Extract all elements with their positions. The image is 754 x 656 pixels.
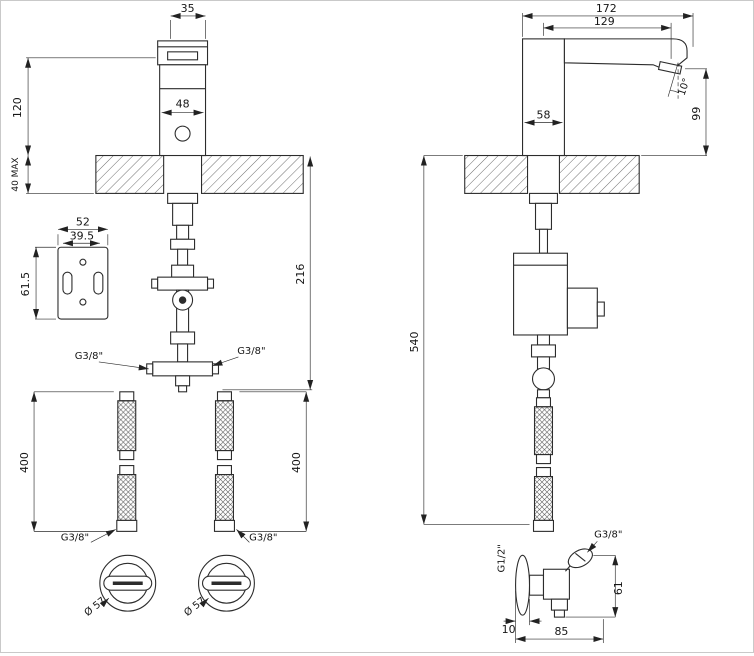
- dim-hose-right: 400: [239, 391, 310, 532]
- mixer-assembly-front: [146, 192, 220, 393]
- dim-400-left-label: 400: [18, 452, 31, 473]
- dim-spout-width: 35: [170, 2, 206, 39]
- dim-outlet-height: 99: [641, 68, 709, 156]
- thread-callout-hose-right: G3/8": [236, 529, 278, 543]
- dim-85-label: 85: [554, 625, 568, 638]
- valve-thread-outlet-callout: G3/8": [587, 529, 622, 553]
- dim-body-depth: 58: [524, 109, 563, 126]
- dim-52-label: 52: [76, 215, 90, 228]
- dim-height-above-deck: 120: [11, 57, 156, 156]
- g12-valve-label: G1/2": [497, 544, 508, 572]
- dim-40max-label: 40 MAX: [11, 157, 21, 191]
- g38-hose-left-label: G3/8": [61, 532, 89, 543]
- dim-99-label: 99: [690, 107, 703, 121]
- dim-body-width: 48: [161, 98, 204, 116]
- dim-58-label: 58: [537, 109, 551, 122]
- flex-hose-front-right: [213, 391, 235, 532]
- dim-under-deck: 216: [222, 156, 314, 391]
- dim-61-5-label: 61.5: [19, 272, 32, 296]
- dim-valve-height: 61: [565, 554, 625, 618]
- g38-right-label: G3/8": [237, 346, 265, 357]
- dim-valve-length: 85: [515, 619, 604, 644]
- dim-total-reach: 172: [522, 2, 694, 47]
- dim-10-label: 10: [502, 623, 516, 636]
- dim-valve-flange: 10: [502, 591, 542, 644]
- dim-120-label: 120: [11, 97, 24, 118]
- g38-valve-label: G3/8": [594, 529, 622, 540]
- thread-callout-right: G3/8": [212, 346, 266, 367]
- dim-400-right-label: 400: [290, 452, 303, 473]
- dim-129-label: 129: [594, 15, 615, 28]
- dim-under-deck-total: 540: [408, 155, 530, 525]
- dim-spout-reach: 129: [543, 15, 672, 59]
- mounting-plate-detail: [57, 246, 109, 320]
- thread-callout-left: G3/8": [75, 351, 149, 371]
- dim-39-5-label: 39.5: [70, 229, 94, 242]
- valve-thread-inlet-callout: G1/2": [497, 544, 508, 572]
- dim-540-label: 540: [408, 331, 421, 352]
- front-view: 35 120 40 MAX 48: [11, 2, 314, 619]
- sensor-button-front: [174, 125, 191, 142]
- dim-216-label: 216: [294, 264, 307, 285]
- countertop-section-front: [95, 154, 304, 194]
- solenoid-assembly-side: [513, 192, 605, 399]
- thread-callout-hose-left: G3/8": [61, 529, 116, 543]
- faucet-side: [522, 38, 688, 157]
- angle-valve-side: [515, 548, 593, 618]
- dim-plate-height: 61.5: [19, 246, 56, 320]
- countertop-section-side: [464, 154, 640, 194]
- side-view: 10° 172 129 99 58: [408, 2, 709, 644]
- dim-deck-thickness: 40 MAX: [11, 155, 94, 194]
- dim-48-label: 48: [176, 98, 190, 111]
- dim-172-label: 172: [596, 2, 617, 15]
- spout-angle-annotation: 10°: [667, 62, 693, 99]
- dim-hose-left: 400: [18, 391, 114, 532]
- dim-61-label: 61: [612, 581, 625, 595]
- dim-plate-slots: 39.5: [62, 229, 100, 247]
- dim-35-label: 35: [181, 2, 195, 15]
- angle-valve-front-left: [99, 554, 157, 612]
- dim-plate-width: 52: [57, 215, 109, 246]
- angle-10-label: 10°: [677, 77, 693, 97]
- angle-valve-front-right: [197, 554, 255, 612]
- flex-hose-side: [532, 397, 555, 532]
- flex-hose-front-left: [116, 391, 138, 532]
- g38-hose-right-label: G3/8": [249, 532, 277, 543]
- g38-left-label: G3/8": [75, 351, 103, 362]
